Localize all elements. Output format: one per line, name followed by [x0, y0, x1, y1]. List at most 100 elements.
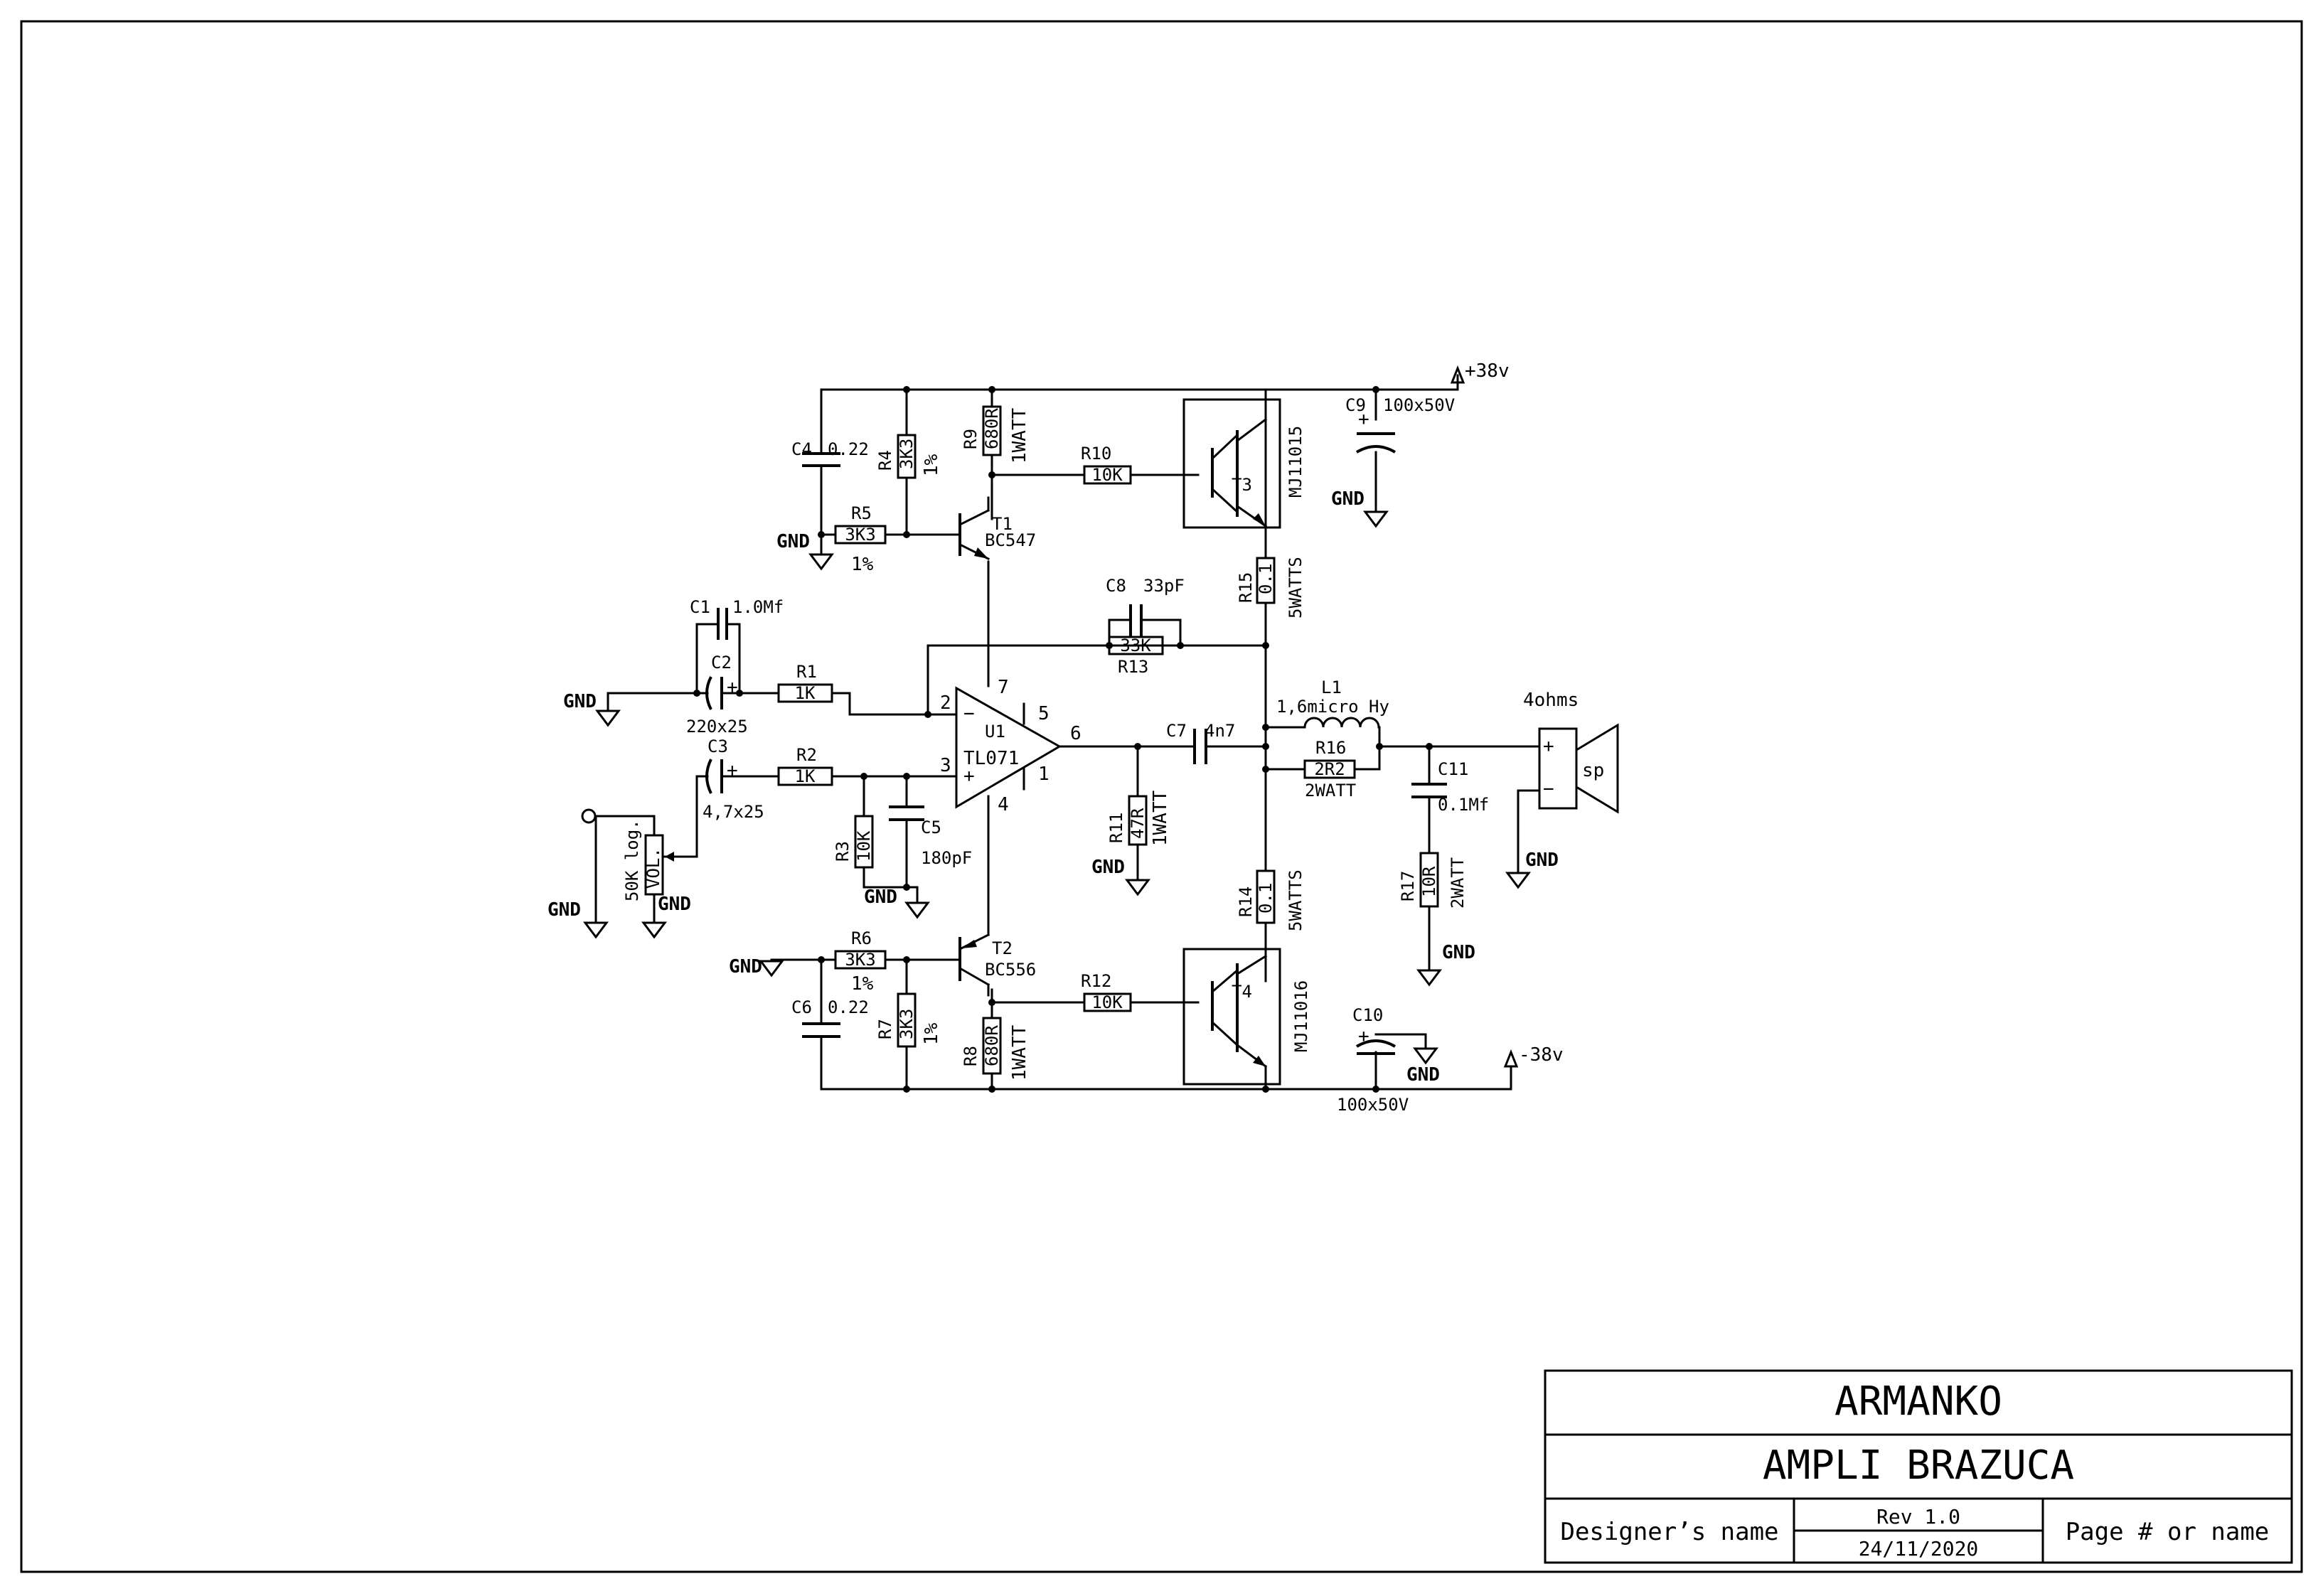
vol-ref: VOL. — [644, 847, 663, 889]
capacitor-c9: + C9 100x50V — [1345, 395, 1455, 454]
u1-value: TL071 — [963, 748, 1019, 769]
gnd-label: GND — [1091, 857, 1125, 878]
capacitor-c1: C1 1.0Mf — [690, 597, 784, 640]
resistor-r2: 1K R2 — [777, 745, 833, 786]
title-page: Page # or name — [2066, 1518, 2270, 1546]
resistor-r10: 10K R10 — [1081, 444, 1132, 485]
r2-ref: R2 — [796, 745, 817, 765]
c1-ref: C1 — [690, 597, 710, 617]
u1-pin: 5 — [1038, 703, 1050, 724]
capacitor-c8: C8 33pF — [1106, 576, 1185, 636]
r6-note: 1% — [851, 973, 874, 995]
title-date: 24/11/2020 — [1859, 1537, 1979, 1560]
r5-value: 3K3 — [845, 525, 875, 545]
svg-text:+: + — [1543, 736, 1554, 757]
r11-note: 1WATT — [1150, 790, 1171, 846]
c6-value: 0.22 — [828, 997, 869, 1017]
c8-ref: C8 — [1106, 576, 1126, 596]
resistor-r3: 10K R3 — [833, 815, 874, 869]
gnd-label: GND — [864, 887, 897, 908]
l1-ref: L1 — [1321, 678, 1342, 697]
wires — [594, 374, 1541, 1091]
u1-pin: 1 — [1038, 764, 1050, 785]
svg-text:+: + — [963, 766, 975, 787]
resistor-r4: 3K3 R4 1% — [875, 434, 942, 479]
c2-value: 220x25 — [686, 717, 748, 737]
volume-potentiometer[interactable]: VOL. 50K log. — [581, 808, 674, 901]
c11-value: 0.1Mf — [1438, 795, 1489, 815]
r3-value: 10K — [854, 830, 874, 862]
resistor-r17: 10R R17 2WATT — [1398, 852, 1468, 909]
r13-ref: R13 — [1118, 657, 1148, 677]
resistor-r7: 3K3 R7 1% — [875, 992, 942, 1048]
u1-pin: 2 — [940, 692, 951, 714]
r16-note: 2WATT — [1305, 781, 1356, 800]
resistor-r1: 1K R1 — [777, 662, 833, 703]
c2-ref: C2 — [711, 653, 732, 673]
c7-ref: C7 — [1166, 721, 1187, 741]
r5-ref: R5 — [851, 503, 872, 523]
r8-value: 680R — [982, 1025, 1002, 1066]
c9-ref: C9 — [1345, 395, 1366, 415]
transistor-t4: T4 MJ11016 — [1182, 948, 1311, 1086]
r9-ref: R9 — [961, 429, 981, 449]
svg-text:+: + — [1358, 409, 1369, 430]
r16-value: 2R2 — [1314, 759, 1345, 779]
r9-value: 680R — [982, 408, 1002, 449]
r8-ref: R8 — [961, 1046, 981, 1066]
rail-positive: +38v — [1450, 360, 1510, 384]
t3-value: MJ11015 — [1286, 426, 1305, 498]
u1-pin: 7 — [998, 677, 1009, 698]
title-block: ARMANKO AMPLI BRAZUCA Designer’s name Re… — [1544, 1369, 2293, 1564]
capacitor-c4: C4 0.22 — [791, 439, 869, 467]
r15-value: 0.1 — [1256, 564, 1276, 594]
t2-value: BC556 — [985, 960, 1036, 980]
title-company: ARMANKO — [1835, 1378, 2002, 1425]
resistor-r12: 10K R12 — [1081, 971, 1132, 1012]
r1-ref: R1 — [796, 662, 817, 682]
r17-value: 10R — [1419, 866, 1439, 897]
resistor-r13: 33K R13 — [1108, 636, 1164, 677]
transistor-t3: T3 MJ11015 — [1182, 398, 1305, 529]
rail-positive-label: +38v — [1465, 360, 1510, 382]
r6-ref: R6 — [851, 928, 872, 948]
r11-value: 47R — [1128, 808, 1148, 839]
sheet-border — [20, 20, 2303, 1573]
u1-pin: 4 — [998, 794, 1009, 815]
vol-value: 50K log. — [622, 819, 642, 901]
r4-value: 3K3 — [897, 439, 917, 469]
r14-ref: R14 — [1236, 887, 1256, 917]
c3-value: 4,7x25 — [703, 802, 764, 822]
t2-ref: T2 — [992, 938, 1013, 958]
r17-ref: R17 — [1398, 871, 1418, 901]
r7-note: 1% — [921, 1022, 942, 1045]
c6-ref: C6 — [791, 997, 812, 1017]
capacitor-c2: + C2 220x25 — [686, 653, 748, 737]
r10-ref: R10 — [1081, 444, 1111, 464]
r16-ref: R16 — [1315, 738, 1346, 758]
speaker-label: 4ohms — [1523, 690, 1579, 711]
t1-ref: T1 — [992, 514, 1013, 534]
junctions — [693, 386, 1433, 1093]
r17-note: 2WATT — [1448, 857, 1468, 909]
title-name: AMPLI BRAZUCA — [1763, 1442, 2074, 1489]
r5-note: 1% — [851, 554, 874, 575]
speaker: + − sp 4ohms — [1523, 690, 1619, 814]
inductor-l1: L1 1,6micro Hy — [1276, 678, 1389, 729]
transistor-t1: T1 BC547 — [958, 496, 1036, 561]
r3-ref: R3 — [833, 841, 853, 862]
resistor-r15: 0.1 R15 5WATTS — [1236, 557, 1305, 618]
r15-ref: R15 — [1236, 572, 1256, 603]
t4-ref: T4 — [1232, 982, 1252, 1002]
svg-text:+: + — [1358, 1026, 1369, 1047]
svg-text:−: − — [963, 703, 975, 724]
r10-value: 10K — [1091, 465, 1123, 485]
resistor-r5: 3K3 R5 1% — [834, 503, 887, 575]
capacitor-c10: + C10 100x50V — [1337, 1005, 1409, 1115]
resistor-r8: 680R R8 1WATT — [961, 1017, 1030, 1081]
svg-text:−: − — [1543, 778, 1554, 800]
c5-value: 180pF — [921, 848, 972, 868]
svg-text:+: + — [727, 677, 738, 698]
t4-value: MJ11016 — [1291, 980, 1311, 1052]
